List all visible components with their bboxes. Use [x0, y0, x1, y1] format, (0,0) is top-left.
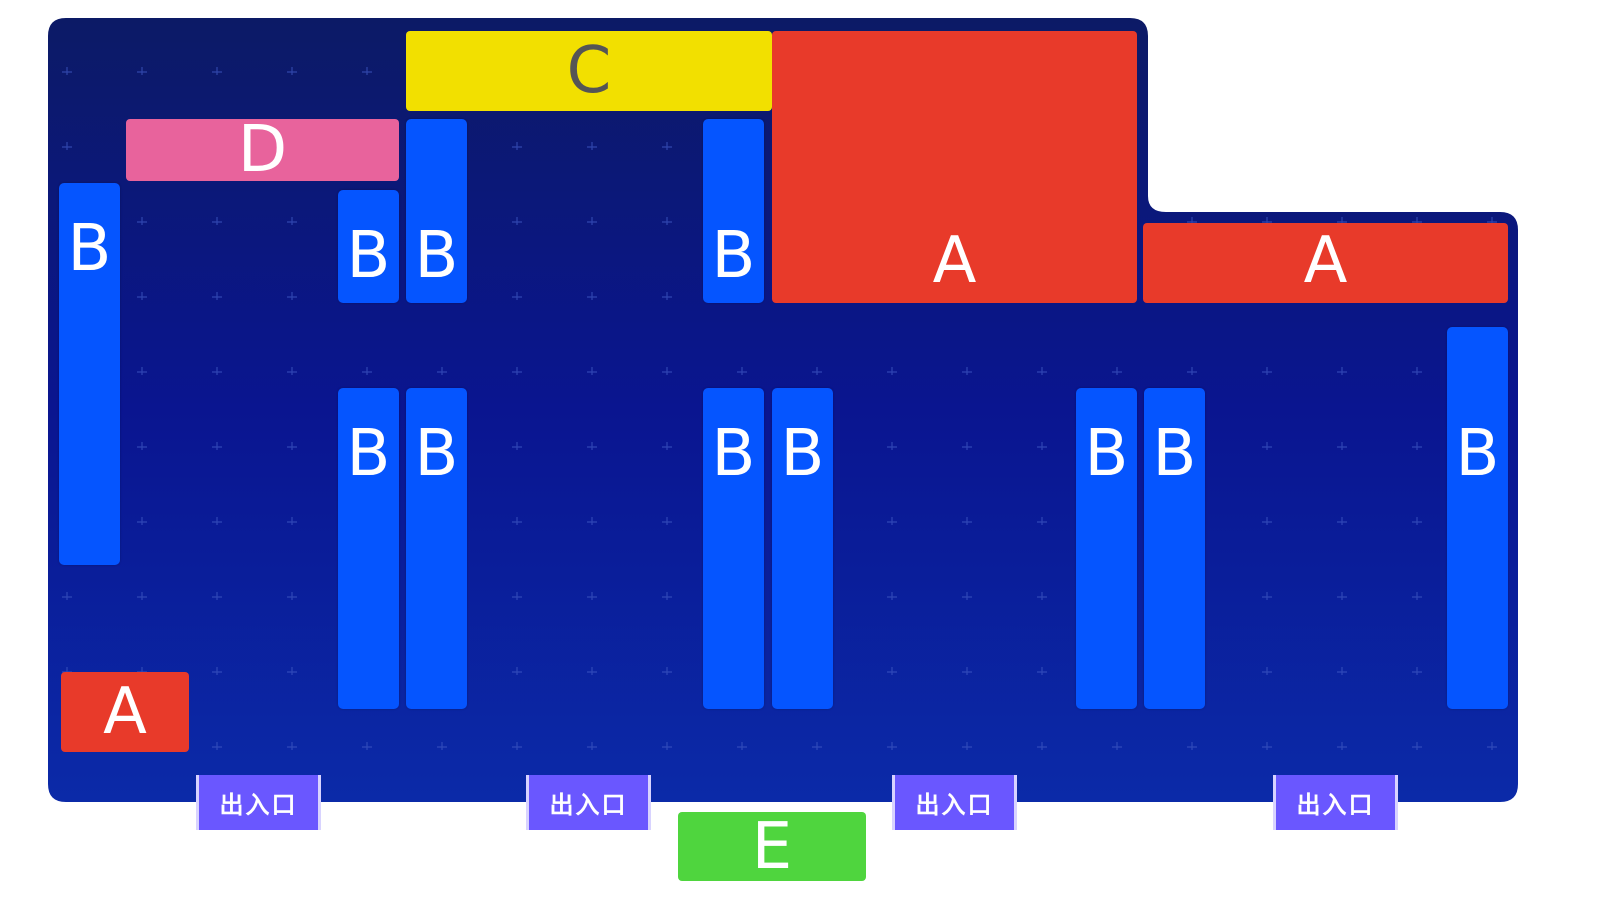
- zone-a-wide-label: A: [1303, 224, 1348, 298]
- zone-b-label: B: [346, 417, 391, 491]
- zone-b-label: B: [711, 219, 756, 293]
- zone-b: B: [703, 119, 764, 303]
- zone-b-label: B: [414, 417, 459, 491]
- zone-b-label: B: [780, 417, 825, 491]
- zone-a-wide: A: [1143, 223, 1508, 303]
- entrance-label: 出入口: [892, 775, 1017, 830]
- zone-b: B: [406, 388, 467, 709]
- zone-b-label: B: [1152, 417, 1197, 491]
- zone-a-small: A: [61, 672, 189, 752]
- zone-b: B: [59, 183, 120, 565]
- zone-b-label: B: [67, 212, 112, 286]
- zone-b: B: [406, 119, 467, 303]
- zone-b: B: [772, 388, 833, 709]
- zone-b-label: B: [1455, 417, 1500, 491]
- entrance-label: 出入口: [196, 775, 321, 830]
- zone-b-label: B: [414, 219, 459, 293]
- entrance-label: 出入口: [1273, 775, 1398, 830]
- zone-a-large: A: [772, 31, 1137, 303]
- zone-b: B: [1144, 388, 1205, 709]
- zone-c: C: [406, 31, 772, 111]
- zone-d-label: D: [237, 113, 288, 187]
- zone-b: B: [1076, 388, 1137, 709]
- zone-b-label: B: [346, 219, 391, 293]
- zone-b: B: [338, 190, 399, 303]
- zone-b: B: [703, 388, 764, 709]
- zone-e: E: [678, 812, 866, 881]
- zone-b-label: B: [1084, 417, 1129, 491]
- zone-e-label: E: [751, 809, 793, 884]
- entrance-label: 出入口: [526, 775, 651, 830]
- zone-b: B: [338, 388, 399, 709]
- zone-a-small-label: A: [103, 675, 147, 749]
- zone-b: B: [1447, 327, 1508, 709]
- zone-a-large-label: A: [932, 224, 977, 298]
- zone-b-label: B: [711, 417, 756, 491]
- zone-c-label: C: [566, 34, 612, 108]
- zone-d: D: [126, 113, 399, 187]
